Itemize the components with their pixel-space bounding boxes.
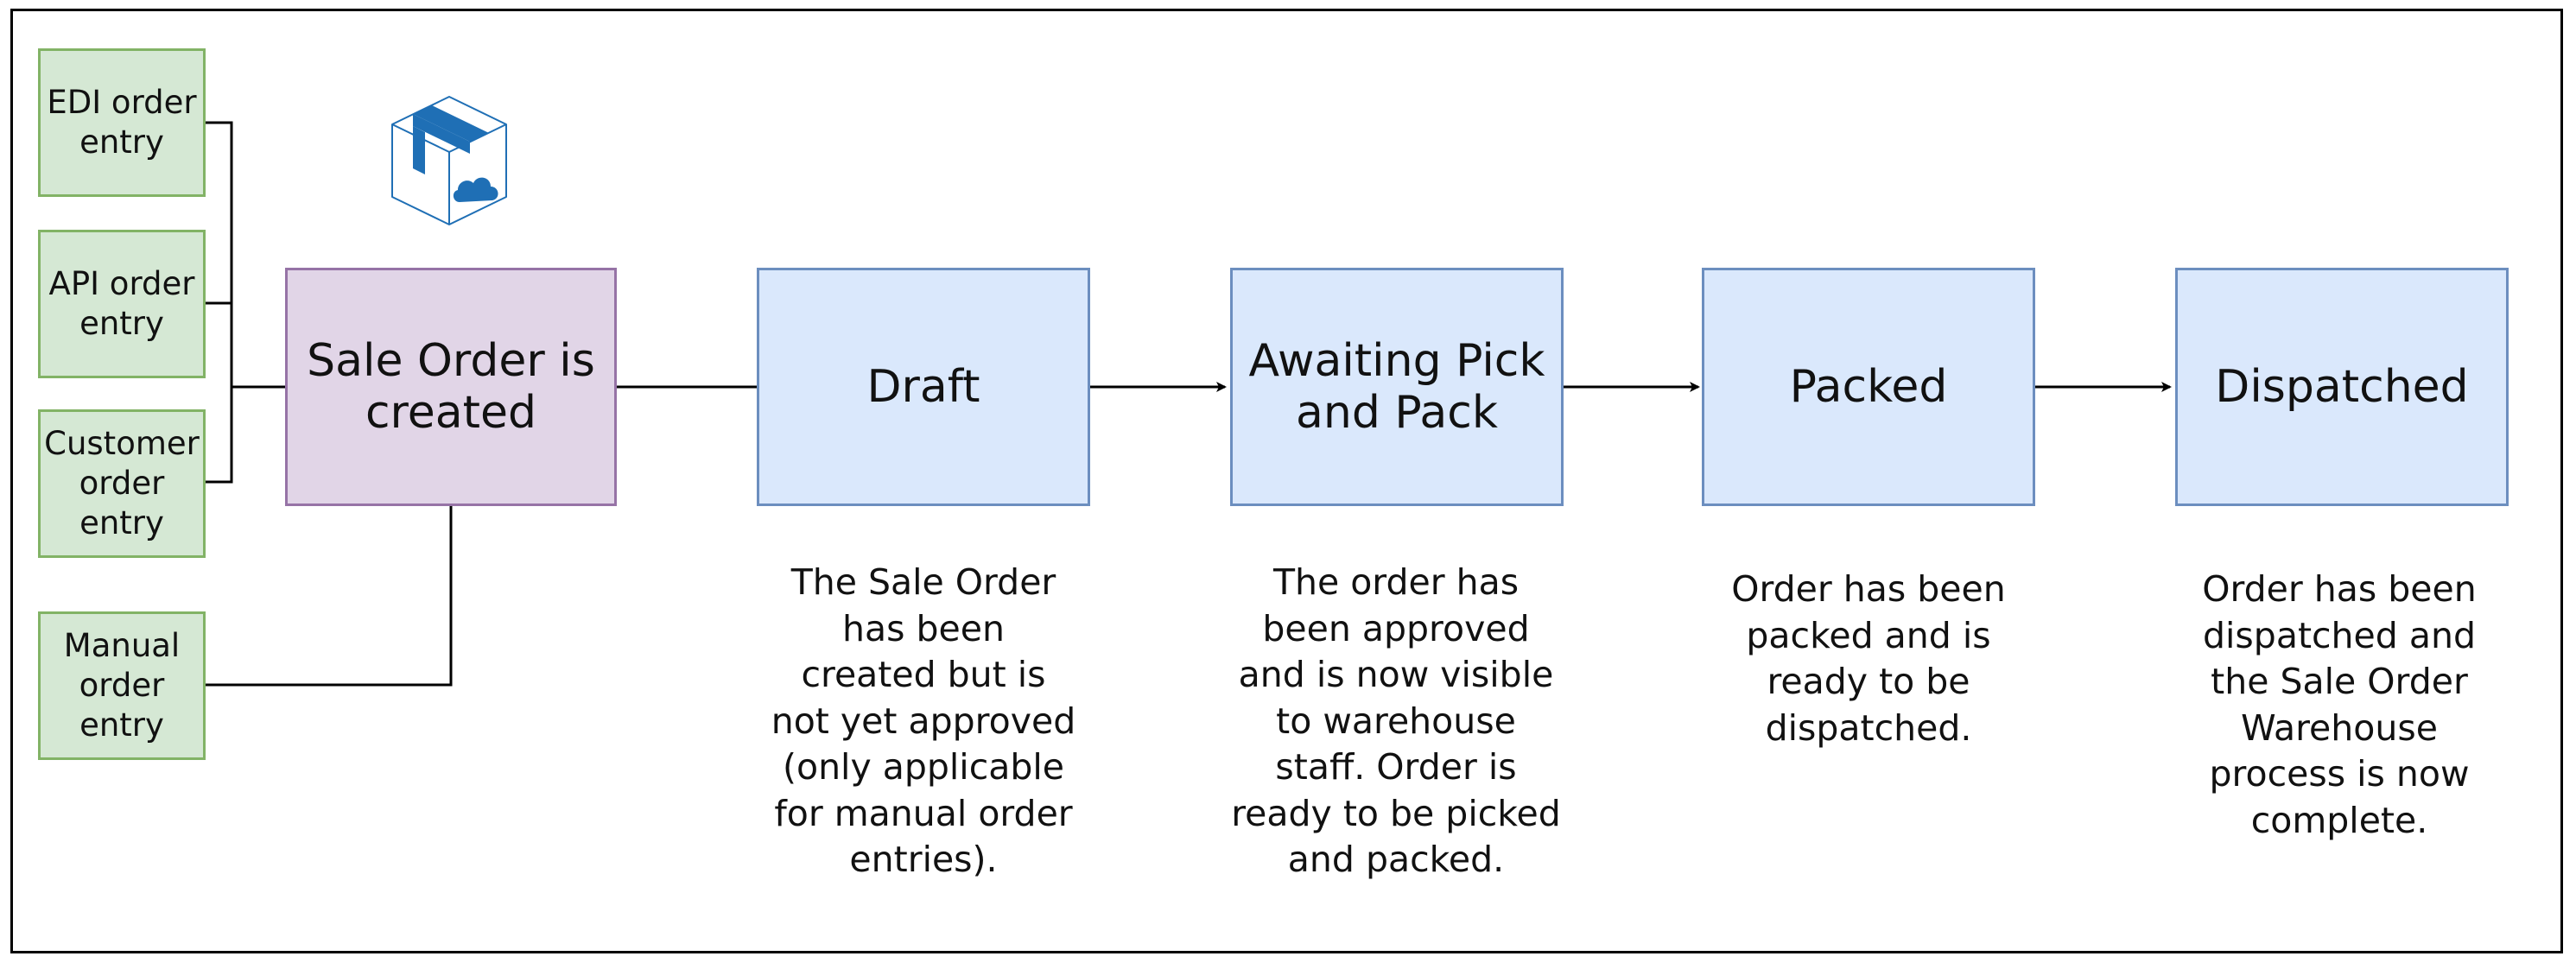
manual-order-entry: Manual order entry [38,611,206,760]
state-draft: Draft [757,268,1090,506]
draft-description: The Sale Order has been created but is n… [771,561,1076,880]
awaiting-description: The order has been approved and is now v… [1231,561,1561,880]
manual-connector [204,504,453,687]
state-awaiting-pick-and-pack: Awaiting Pick and Pack [1230,268,1564,506]
customer-order-entry: Customer order entry [38,409,206,558]
package-cloud-icon [391,96,507,225]
dispatched-description: Order has been dispatched and the Sale O… [2202,568,2477,841]
state-dispatched: Dispatched [2175,268,2509,506]
sale-order-created-box: Sale Order is created [285,268,617,506]
diagram-frame [10,9,2563,953]
state-packed: Packed [1702,268,2035,506]
packed-description: Order has been packed and is ready to be… [1731,568,2006,749]
edi-order-entry: EDI order entry [38,48,206,197]
api-order-entry: API order entry [38,230,206,378]
